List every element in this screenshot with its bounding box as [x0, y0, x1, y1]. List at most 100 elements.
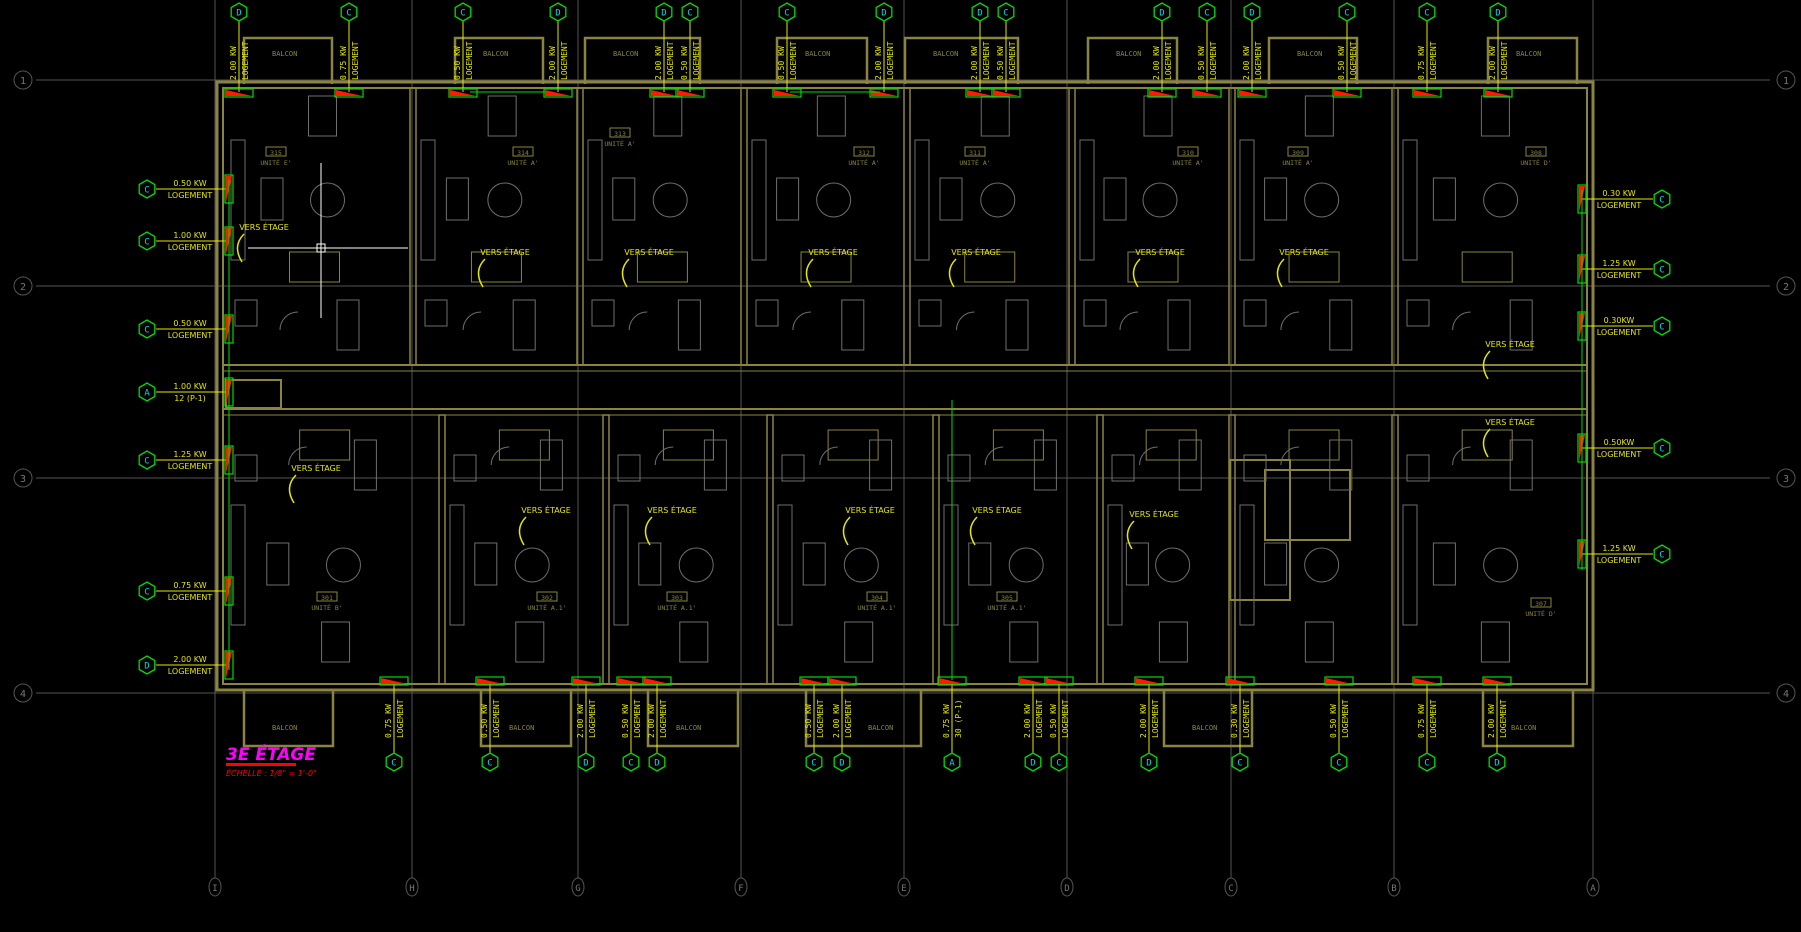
grid-column-label: E — [901, 884, 906, 894]
armchair — [1304, 621, 1334, 663]
balcony-label: BALCON — [805, 50, 830, 58]
stair-core — [1264, 469, 1351, 541]
hexagon-icon — [454, 2, 472, 22]
furniture — [230, 95, 1533, 663]
balcony-outline — [479, 690, 573, 748]
bathtub — [353, 439, 377, 491]
heater-circuit-label: LOGEMENT — [1008, 41, 1017, 80]
washer — [424, 299, 448, 327]
staircase — [1461, 251, 1513, 283]
grid-row-label: 3 — [1783, 474, 1789, 485]
unit-number-box — [609, 127, 631, 138]
circuit-letter: C — [1237, 759, 1242, 769]
heater-circuit-label: LOGEMENT — [1429, 41, 1438, 80]
hexagon-icon — [1231, 752, 1249, 772]
hexagon-icon — [1488, 752, 1506, 772]
circuit-hex-tag: D — [1488, 752, 1506, 772]
heater-circuit-label: LOGEMENT — [1597, 201, 1642, 210]
staircase — [992, 429, 1044, 461]
heater-circuit-label: LOGEMENT — [844, 699, 853, 738]
heater-circuit-label: LOGEMENT — [168, 243, 213, 252]
stair-arrow — [477, 258, 486, 288]
washer — [234, 454, 258, 482]
hexagon-icon — [549, 2, 567, 22]
door-swing — [490, 446, 510, 466]
grid-column-bubble — [571, 877, 585, 897]
balcony-outline — [903, 36, 1020, 84]
bathtub — [1509, 439, 1533, 491]
hexagon-icon — [138, 179, 156, 199]
heater-load: 2.00 KW — [832, 704, 841, 738]
kitchen-counter — [1239, 139, 1255, 261]
unit-partition-wall — [1391, 87, 1399, 366]
hexagon-icon — [138, 231, 156, 251]
stair-direction-label: VERS ÉTAGE — [951, 246, 1001, 257]
baseboard-heater — [772, 88, 802, 98]
stair-arrow — [1482, 350, 1491, 380]
hexagon-icon — [1653, 259, 1671, 279]
bathtub — [1329, 439, 1353, 491]
circuit-letter: A — [144, 389, 150, 399]
baseboard-heater — [1134, 676, 1164, 686]
circuit-hex-tag: C — [1653, 316, 1671, 336]
grid-column-bubble — [1586, 877, 1600, 897]
grid-column-bubble — [405, 877, 419, 897]
kitchen-island — [1432, 177, 1456, 221]
kitchen-counter — [1239, 504, 1255, 626]
balcony-label: BALCON — [1511, 724, 1536, 732]
heater-load: 0.50 KW — [621, 704, 630, 738]
circuit-letter: C — [784, 9, 789, 19]
bathtub — [1509, 299, 1533, 351]
kitchen-island — [1125, 542, 1149, 586]
hexagon-icon — [971, 2, 989, 22]
hexagon-icon — [833, 752, 851, 772]
grid-column-label: C — [1228, 884, 1233, 894]
grid-column-label: D — [1064, 884, 1069, 894]
balcony-outline — [1486, 36, 1579, 84]
hexagon-icon — [1653, 438, 1671, 458]
heater-circuit-label: LOGEMENT — [816, 699, 825, 738]
circuit-hex-tag: D — [1153, 2, 1171, 22]
circuit-hex-tag: A — [943, 752, 961, 772]
unit-type: UNITÉ E' — [260, 158, 291, 167]
hexagon-icon — [1330, 752, 1348, 772]
grid-column-bubble — [1060, 877, 1074, 897]
circuit-letter: C — [487, 759, 492, 769]
heater-circuit-label: LOGEMENT — [789, 41, 798, 80]
heater-circuit-label: LOGEMENT — [692, 41, 701, 80]
grid-column-label: B — [1391, 884, 1396, 894]
heater-circuit-label: LOGEMENT — [168, 331, 213, 340]
dining-table — [325, 547, 361, 583]
heater-symbol — [573, 678, 599, 684]
drawing-title: 3E ÉTAGE — [226, 743, 316, 765]
unit-number: 308 — [1530, 149, 1542, 157]
washer — [591, 299, 615, 327]
heater-symbol — [1227, 678, 1253, 684]
balcony-outline — [242, 690, 335, 748]
kitchen-island — [260, 177, 284, 221]
stair-arrow — [1126, 520, 1135, 550]
bathtub — [841, 299, 865, 351]
heater-circuit-label: LOGEMENT — [1164, 41, 1173, 80]
door-swing — [1280, 311, 1299, 331]
balcony-outline — [646, 690, 740, 748]
heater-circuit-label: LOGEMENT — [396, 699, 405, 738]
kitchen-counter — [777, 504, 793, 626]
crosshair-cursor — [248, 163, 408, 318]
grid-row-bubble — [1776, 683, 1796, 703]
unit-number-box — [536, 591, 558, 602]
unit-partition-wall — [1096, 414, 1104, 685]
kitchen-island — [474, 542, 498, 586]
unit-type: UNITÉ A' — [507, 158, 538, 167]
circuit-hex-tag: D — [833, 752, 851, 772]
balcony-outline — [583, 36, 702, 84]
baseboard-heater — [1412, 88, 1442, 98]
grid-row-bubble — [13, 683, 33, 703]
heater-load: 0.50 KW — [1337, 46, 1346, 80]
staircase — [800, 251, 852, 283]
grid-row-bubble — [13, 276, 33, 296]
heater-circuit-label: LOGEMENT — [1597, 556, 1642, 565]
baseboard-heater — [571, 676, 601, 686]
